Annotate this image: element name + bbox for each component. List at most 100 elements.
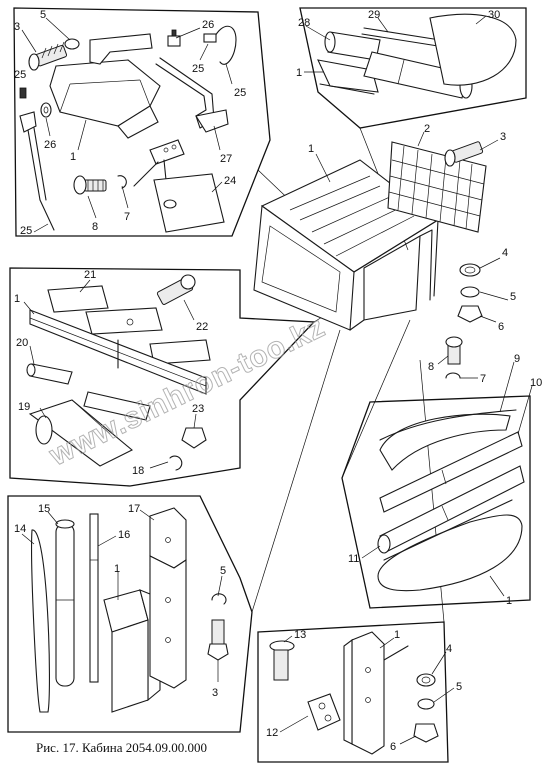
washer-18 [169,455,183,471]
callout: 7 [124,211,130,223]
callout: 26 [44,139,56,151]
callout: 25 [234,87,246,99]
hinge-tube-20 [26,363,151,421]
callout: 4 [446,643,452,655]
bolt-8-mirror [73,175,107,195]
callout: 8 [428,361,434,373]
washer-7-mirror [117,175,127,189]
callout: 23 [192,403,204,415]
callout: 26 [202,19,214,31]
callout: 1 [296,67,302,79]
callout: 5 [510,291,516,303]
pin-16 [89,513,99,683]
callouts-top-right: 28 29 30 1 [296,9,500,79]
bolt-13 [269,640,295,681]
hinge-pin-29 [361,27,441,47]
door-frame-bar-1 [29,309,207,395]
callout: 13 [294,629,306,641]
callout: 17 [128,503,140,515]
bolt-3-top [28,41,68,71]
callout: 27 [220,153,232,165]
nozzle-26-top [167,29,181,47]
screw-25-small [19,87,27,99]
callout: 11 [348,553,359,565]
callout: 25 [20,225,32,237]
rear-grille-2 [387,141,487,233]
callout: 22 [196,321,208,333]
callout: 18 [132,465,144,477]
callout: 1 [308,143,314,155]
callout: 10 [530,377,542,389]
panel-frame-bottom-right [257,621,449,763]
callout: 1 [506,595,512,607]
washer-5-top [64,38,80,50]
callout: 3 [14,21,20,33]
callout: 9 [514,353,520,365]
corner-bracket-1-right [343,631,409,755]
callout: 1 [114,563,120,575]
tube-15 [55,519,75,687]
callout: 28 [298,17,310,29]
hinge-plate-21 [47,285,211,365]
callout: 4 [502,247,508,259]
figure-caption: Рис. 17. Кабина 2054.09.00.000 [36,740,208,755]
plate-12 [307,693,341,731]
rear-mirror-24 [153,173,225,233]
callout: 3 [212,687,218,699]
callout: 20 [16,337,28,349]
callout: 30 [488,9,500,21]
wiper-bracket [89,33,229,133]
callout: 1 [394,629,400,641]
callout: 19 [18,401,30,413]
callouts-bottom-right: 13 1 4 5 12 6 [266,629,462,753]
glass-1-right [377,499,523,592]
nut-26-left-inner [43,106,49,114]
bracket-17 [149,507,187,689]
callout: 29 [368,9,380,21]
callouts-bottom-left: 14 15 16 17 1 5 3 [14,503,226,699]
hose-25-top [203,25,237,65]
callout: 1 [70,151,76,163]
callout: 14 [14,523,26,535]
callout: 1 [14,293,20,305]
callouts-middle-left: 21 1 22 20 19 23 18 [14,269,208,477]
callout: 15 [38,503,50,515]
callouts-right: 9 10 11 1 [348,353,542,607]
callout: 5 [220,565,226,577]
seal-9 [379,409,517,471]
wiper-motor-housing [49,59,161,139]
callout: 5 [40,9,46,21]
callouts-cabin: 1 2 3 4 5 6 8 7 [308,123,516,385]
callout: 16 [118,529,130,541]
hinge-leaf-19 [28,399,133,467]
callout: 6 [498,321,504,333]
seal-strip-14 [31,529,50,713]
seal-10 [379,431,523,513]
callout: 24 [224,175,236,187]
panel-frame-top-right [299,7,527,129]
panel-frame-middle-left [9,267,316,487]
callout: 5 [456,681,462,693]
washers-cabin-4-5-6 [457,263,483,323]
callout: 25 [192,63,204,75]
bolt-22-hinge [156,274,196,305]
panel-frame-top-left [13,7,271,237]
callout: 8 [92,221,98,233]
callout: 7 [480,373,486,385]
bolt-3-bottom [207,619,229,661]
callout: 3 [500,131,506,143]
washer-7-cabin [445,372,461,379]
panel-frame-right [341,395,531,609]
callout: 12 [266,727,278,739]
callout: 6 [390,741,396,753]
callout: 21 [84,269,96,281]
bolt-8-cabin [445,336,463,365]
washers-bottom-right-4-5-6 [413,673,439,743]
nut-26-left [40,102,52,118]
washer-5-bottom [211,593,227,605]
nut-23 [181,427,207,449]
bolt-3-cabin [444,141,484,167]
glass-seal-30 [429,13,517,86]
seal-11 [377,465,525,554]
